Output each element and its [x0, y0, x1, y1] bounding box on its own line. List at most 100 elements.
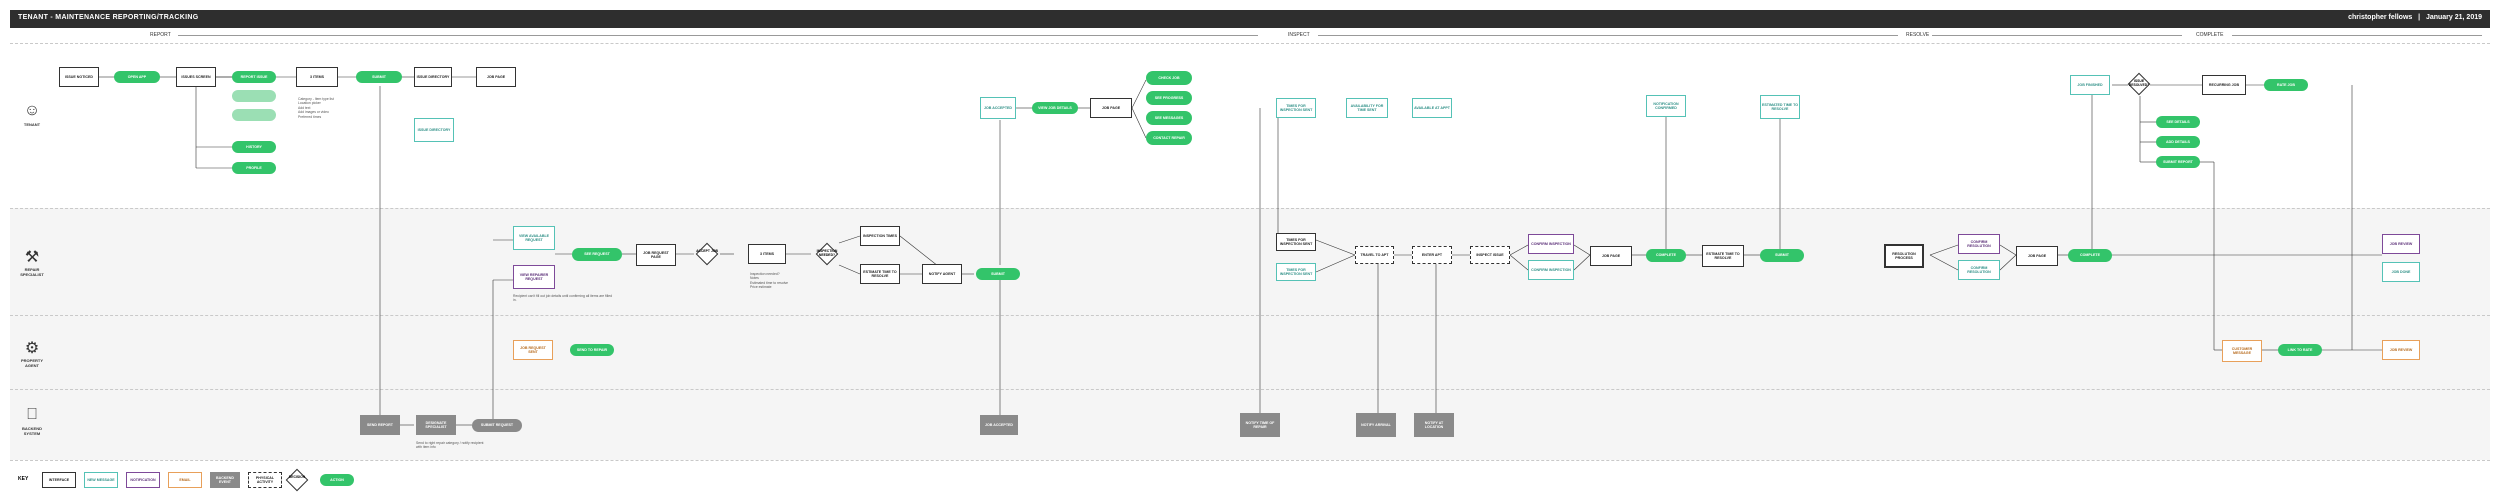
- notification-confirmed-message[interactable]: NOTIFICATION CONFIRMED: [1646, 95, 1686, 117]
- complete-action-2[interactable]: COMPLETE: [2068, 249, 2112, 262]
- available-at-appt-message[interactable]: AVAILABLE AT APPT: [1412, 98, 1452, 118]
- see-progress-action[interactable]: SEE PROGRESS: [1146, 91, 1192, 105]
- key-notification: NOTIFICATION: [126, 472, 160, 488]
- view-job-details-action[interactable]: VIEW JOB DETAILS: [1032, 102, 1078, 114]
- estimate-time-node[interactable]: ESTIMATE TIME TO RESOLVE: [860, 264, 900, 284]
- times-for-inspection-node[interactable]: TIMES FOR INSPECTION SENT: [1276, 233, 1316, 251]
- estimate-time-node-2[interactable]: ESTIMATE TIME TO RESOLVE: [1702, 245, 1744, 267]
- notify-agent-node[interactable]: NOTIFY AGENT: [922, 264, 962, 284]
- job-request-sent-email[interactable]: JOB REQUEST SENT: [513, 340, 553, 360]
- availability-message[interactable]: AVAILABILITY FOR TIME SENT: [1346, 98, 1388, 118]
- job-accepted-event: JOB ACCEPTED: [980, 415, 1018, 435]
- enter-apt-activity[interactable]: ENTER APT: [1412, 246, 1452, 264]
- confirm-resolution-message[interactable]: CONFIRM RESOLUTION: [1958, 260, 2000, 280]
- profile-action[interactable]: PROFILE: [232, 162, 276, 174]
- notify-time-of-repair-event: NOTIFY TIME OF REPAIR: [1240, 413, 1280, 437]
- issue-directory-node[interactable]: ISSUE DIRECTORY: [414, 67, 452, 87]
- submit-action-3[interactable]: SUBMIT: [1760, 249, 1804, 262]
- key-interface: INTERFACE: [42, 472, 76, 488]
- history-action[interactable]: HISTORY: [232, 141, 276, 153]
- job-done-message[interactable]: JOB DONE: [2382, 262, 2420, 282]
- confirm-inspection-message[interactable]: CONFIRM INSPECTION: [1528, 260, 1574, 280]
- notify-arrival-event: NOTIFY ARRIVAL: [1356, 413, 1396, 437]
- designate-specialist-event: DESIGNATE SPECIALIST: [416, 415, 456, 435]
- header-bar: TENANT - MAINTENANCE REPORTING/TRACKING …: [10, 10, 2490, 28]
- confirm-resolution-node[interactable]: CONFIRM RESOLUTION: [1958, 234, 2000, 254]
- disabled-action-2: [232, 109, 276, 121]
- job-page-node-3[interactable]: JOB PAGE: [1590, 246, 1632, 266]
- page-title: TENANT - MAINTENANCE REPORTING/TRACKING: [18, 14, 199, 21]
- specialist-item: Estimated time to resolve: [750, 280, 789, 285]
- see-details-action[interactable]: SEE DETAILS: [2156, 116, 2200, 128]
- estimated-time-message[interactable]: ESTIMATED TIME TO RESOLVE: [1760, 95, 1800, 119]
- see-messages-action[interactable]: SEE MESSAGES: [1146, 111, 1192, 125]
- phase-inspect: INSPECT: [1288, 32, 1310, 38]
- complete-action[interactable]: COMPLETE: [1646, 249, 1686, 262]
- job-review-email[interactable]: JOB REVIEW: [2382, 340, 2420, 360]
- recurring-job-node[interactable]: RECURRING JOB: [2202, 75, 2246, 95]
- job-page-node[interactable]: JOB PAGE: [476, 67, 516, 87]
- check-job-action[interactable]: CHECK JOB: [1146, 71, 1192, 85]
- issue-directory-message[interactable]: ISSUE DIRECTORY: [414, 118, 454, 142]
- submit-action[interactable]: SUBMIT: [356, 71, 402, 83]
- view-available-request-message[interactable]: VIEW AVAILABLE REQUEST: [513, 226, 555, 250]
- lane-label-tenant: TENANT: [23, 122, 41, 127]
- author-date: christopher fellows | January 21, 2019: [2348, 14, 2482, 21]
- send-to-repair-action[interactable]: SEND TO REPAIR: [570, 344, 614, 356]
- specialist-item: Inspection needed?: [750, 272, 780, 276]
- gear-icon: ⚙: [24, 340, 40, 357]
- issues-screen-node[interactable]: ISSUES SCREEN: [176, 67, 216, 87]
- job-review-node[interactable]: JOB REVIEW: [2382, 234, 2420, 254]
- tenant-item: Add text: [298, 105, 311, 110]
- tenant-item: Preferred times: [298, 114, 322, 119]
- job-request-page-node[interactable]: JOB REQUEST PAGE: [636, 244, 676, 266]
- add-details-action[interactable]: ADD DETAILS: [2156, 136, 2200, 148]
- view-repairer-request-notification[interactable]: VIEW REPAIRER REQUEST: [513, 265, 555, 289]
- report-issue-action[interactable]: REPORT ISSUE: [232, 71, 276, 83]
- lane-label-specialist: REPAIR SPECIALIST: [20, 267, 44, 277]
- times-for-inspection-message-2[interactable]: TIMES FOR INSPECTION SENT: [1276, 263, 1316, 281]
- accept-job-decision[interactable]: ACCEPT JOB: [695, 242, 719, 266]
- submit-action-2[interactable]: SUBMIT: [976, 268, 1020, 280]
- submit-request-event: SUBMIT REQUEST: [472, 419, 522, 432]
- job-page-node-4[interactable]: JOB PAGE: [2016, 246, 2058, 266]
- inspection-needed-decision[interactable]: INSPECTION NEEDED?: [815, 242, 839, 266]
- person-icon: ☺: [23, 102, 41, 119]
- phase-resolve: RESOLVE: [1906, 32, 1930, 38]
- lane-tenant: ☺ TENANT: [10, 43, 2490, 208]
- confirm-inspection-node[interactable]: CONFIRM INSPECTION: [1528, 234, 1574, 254]
- inspection-times-node[interactable]: INSPECTION TIMES: [860, 226, 900, 246]
- lane-label-agent: PROPERTY AGENT: [20, 358, 43, 368]
- open-app-action[interactable]: OPEN APP: [114, 71, 160, 83]
- lane-agent: ⚙ PROPERTY AGENT: [10, 315, 2490, 389]
- issue-resolved-decision[interactable]: ISSUE RESOLVED?: [2127, 72, 2151, 96]
- times-for-inspection-message[interactable]: TIMES FOR INSPECTION SENT: [1276, 98, 1316, 118]
- specialist-item: Price estimate: [750, 285, 772, 290]
- travel-to-apt-activity[interactable]: TRAVEL TO APT: [1355, 246, 1394, 264]
- job-page-node-2[interactable]: JOB PAGE: [1090, 98, 1132, 118]
- tenant-items-list: Category - Item type list Location picke…: [298, 97, 378, 119]
- issue-noticed-node[interactable]: ISSUE NOTICED: [59, 67, 99, 87]
- see-request-action[interactable]: SEE REQUEST: [572, 248, 622, 261]
- decision-label: ACCEPT JOB: [696, 249, 718, 253]
- job-finished-message[interactable]: JOB FINISHED: [2070, 75, 2110, 95]
- three-items-node-2[interactable]: 3 ITEMS: [748, 244, 786, 264]
- tools-icon: ⚒: [24, 249, 40, 266]
- inspect-issue-activity[interactable]: INSPECT ISSUE: [1470, 246, 1510, 264]
- three-items-node[interactable]: 3 ITEMS: [296, 67, 338, 87]
- send-report-event: SEND REPORT: [360, 415, 400, 435]
- decision-label: ISSUE RESOLVED?: [2128, 79, 2150, 87]
- tenant-item: Category - Item type list: [298, 97, 334, 101]
- job-accepted-message[interactable]: JOB ACCEPTED: [980, 97, 1016, 119]
- author-name: christopher fellows: [2348, 14, 2413, 21]
- contact-repair-action[interactable]: CONTACT REPAIR: [1146, 131, 1192, 145]
- resolution-process-node[interactable]: RESOLUTION PROCESS: [1884, 244, 1924, 268]
- customer-message-email[interactable]: CUSTOMER MESSAGE: [2222, 340, 2262, 362]
- tenant-item: Add images or video: [298, 110, 329, 115]
- rate-job-action[interactable]: RATE JOB: [2264, 79, 2308, 91]
- notify-at-location-event: NOTIFY AT LOCATION: [1414, 413, 1454, 437]
- key-decision-label: DECISION: [288, 475, 306, 479]
- link-to-rate-action[interactable]: LINK TO RATE: [2278, 344, 2322, 356]
- tenant-item: Location picker: [298, 101, 321, 106]
- submit-report-action[interactable]: SUBMIT REPORT: [2156, 156, 2200, 168]
